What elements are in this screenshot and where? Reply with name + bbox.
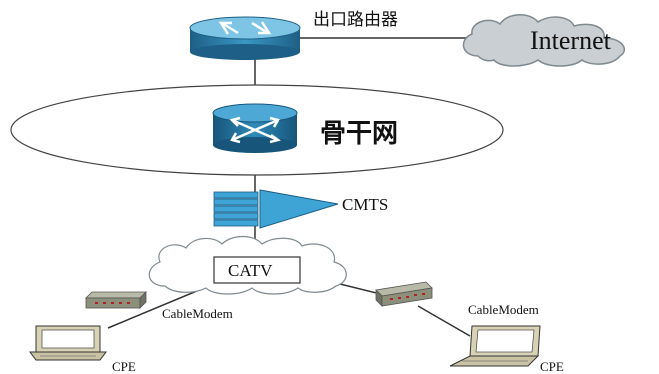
cable-modem-left-label: CableModem: [162, 306, 233, 321]
cmts-label: CMTS: [342, 195, 388, 214]
exit-router-icon: [189, 16, 301, 60]
cable-modem-right-label: CableModem: [468, 302, 539, 317]
backbone-label: 骨干网: [320, 119, 398, 149]
cpe-right-icon: [449, 325, 541, 367]
cable-modem-left-icon: [85, 291, 147, 309]
internet-cloud-icon: [462, 14, 625, 67]
cpe-left-label: CPE: [112, 359, 136, 374]
link-modem-right-cpe: [417, 305, 471, 337]
exit-router-label: 出口路由器: [313, 10, 398, 30]
cmts-icon: [213, 189, 339, 229]
cpe-left-icon: [29, 325, 107, 361]
catv-label: CATV: [228, 261, 273, 280]
internet-label: Internet: [530, 26, 612, 55]
cable-modem-right-icon: [375, 281, 433, 307]
cpe-right-label: CPE: [540, 359, 564, 374]
backbone-switch-icon: [212, 103, 298, 153]
catv-box: [213, 256, 301, 284]
